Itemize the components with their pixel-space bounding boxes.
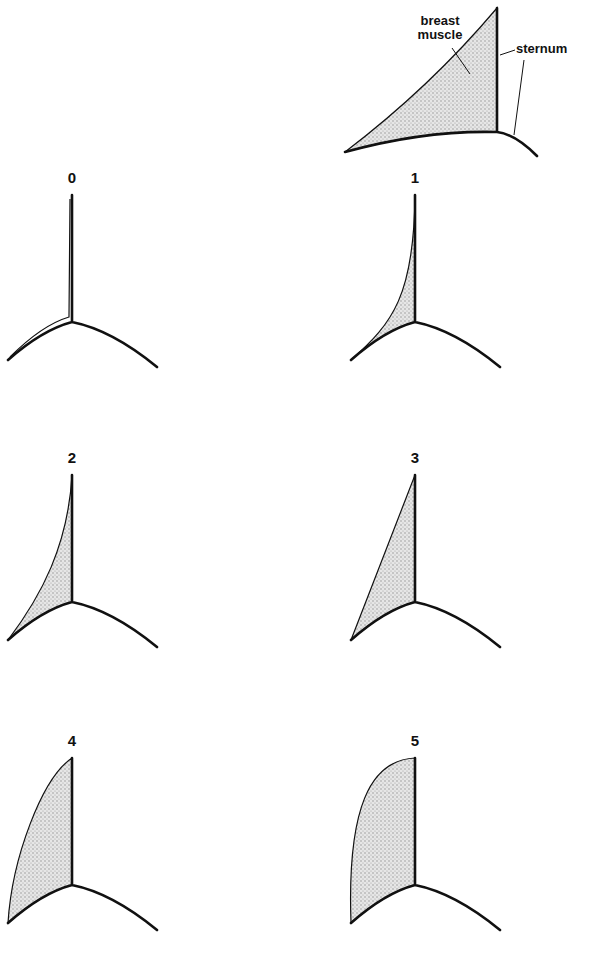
score-number: 0 <box>57 170 87 186</box>
breast-muscle-shapes <box>8 8 497 923</box>
score-number: 3 <box>400 450 430 466</box>
score-number: 2 <box>57 450 87 466</box>
sternum-outline <box>8 475 157 647</box>
score-number: 5 <box>400 733 430 749</box>
sternum-outline <box>8 758 157 930</box>
sternum-outline <box>351 758 500 930</box>
sternum-outline <box>351 475 500 647</box>
breast-muscle-shape <box>345 8 497 152</box>
part-label: breast muscle <box>408 14 472 41</box>
sternum-outline <box>351 195 500 367</box>
sternum-outline <box>8 195 157 367</box>
sternum-outline <box>345 8 537 156</box>
score-number: 1 <box>400 170 430 186</box>
leader-lines <box>452 48 524 135</box>
leader-line <box>452 48 470 74</box>
part-label: sternum <box>516 42 588 56</box>
sternum-outlines <box>8 8 537 930</box>
leader-line <box>500 50 515 55</box>
leader-line <box>514 60 524 135</box>
score-number: 4 <box>57 733 87 749</box>
breast-muscle-shape <box>10 199 70 357</box>
